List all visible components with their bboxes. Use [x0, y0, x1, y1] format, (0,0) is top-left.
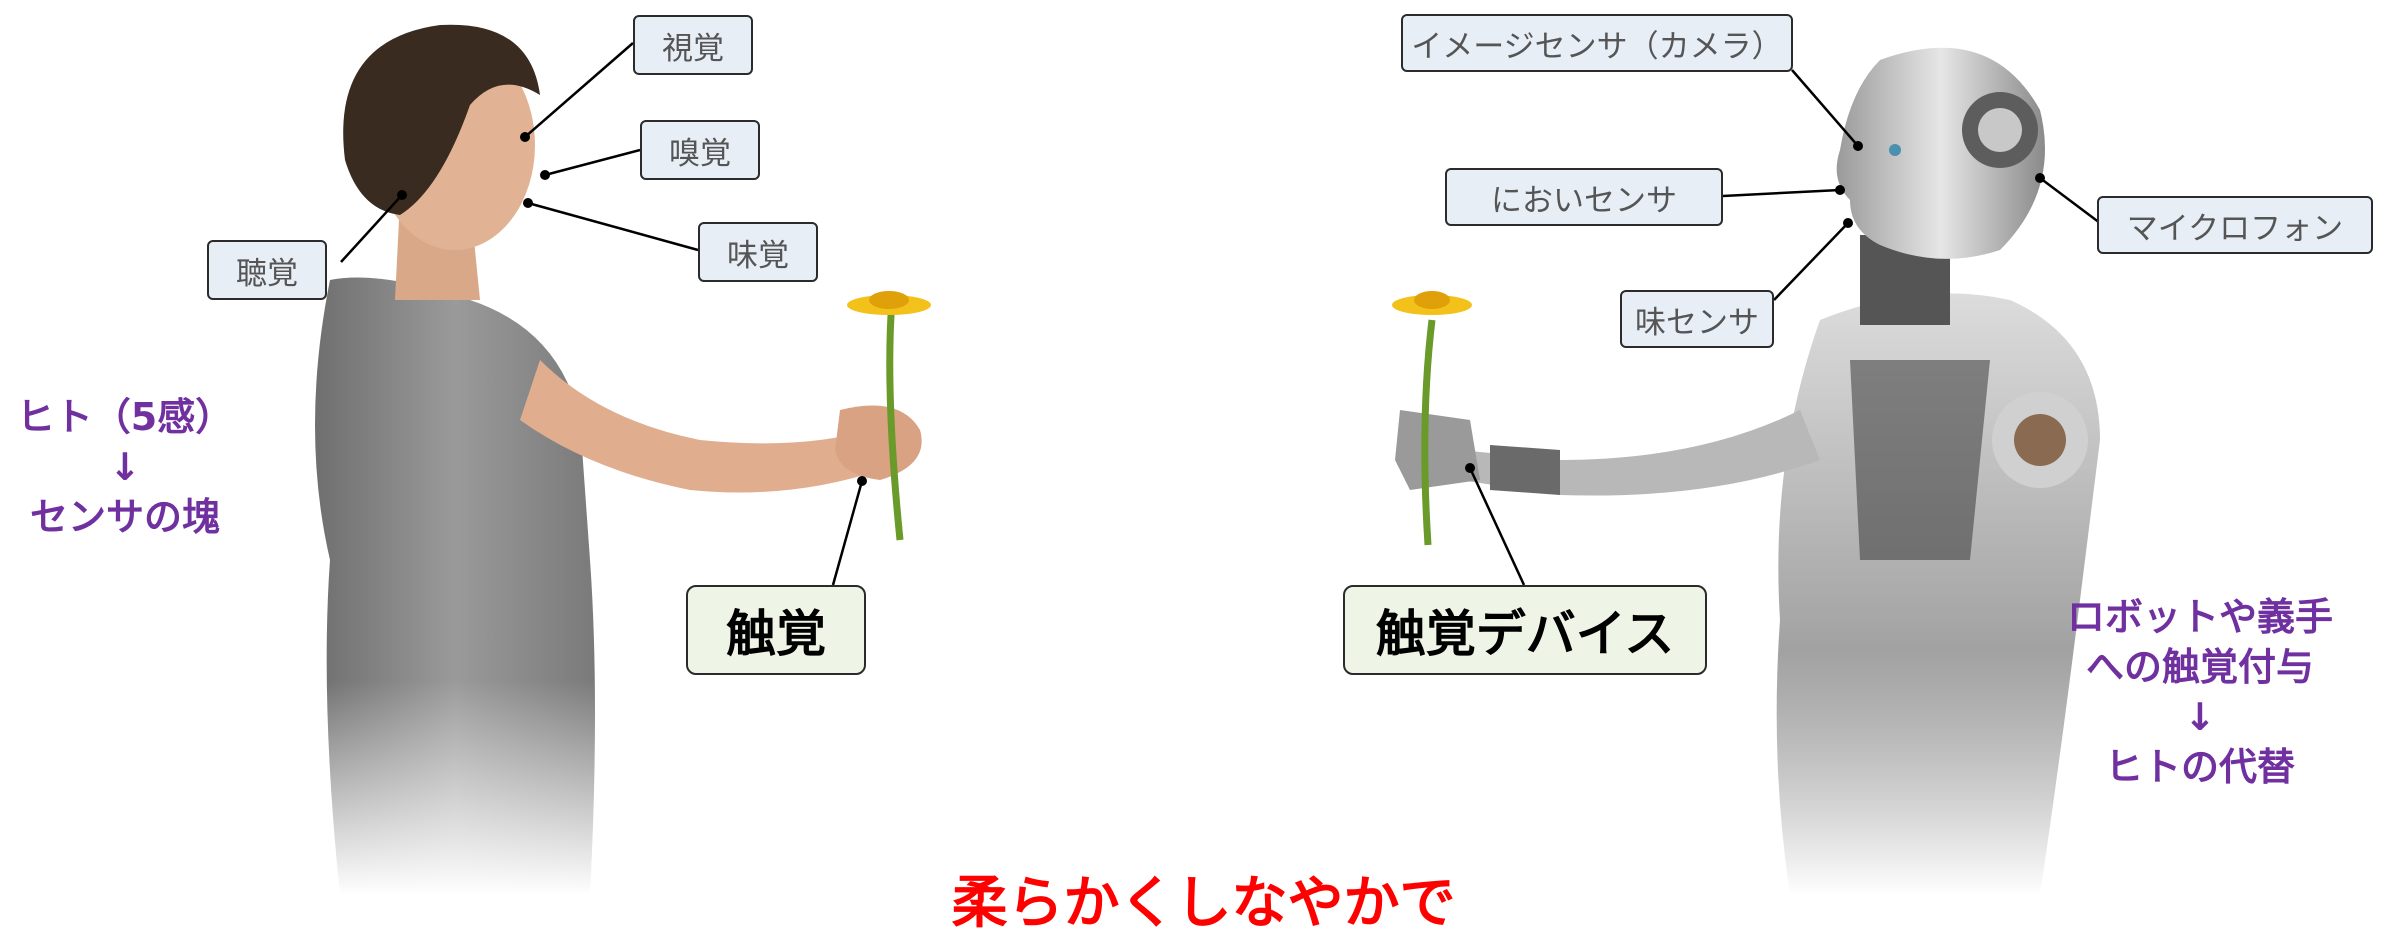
figure: 視覚 嗅覚 味覚 聴覚 触覚 ヒト（5感） ↓ センサの塊 イメージセンサ（カメ…: [0, 14, 2400, 936]
leader-lines: [340, 42, 2101, 586]
label-sight: 視覚: [633, 15, 753, 75]
label-taste-sensor: 味センサ: [1620, 290, 1774, 348]
label-touch-device: 触覚デバイス: [1343, 585, 1707, 675]
leader-touch-device: [1468, 467, 1526, 586]
leader-hearing: [340, 194, 403, 263]
label-odor-sensor: においセンサ: [1445, 168, 1723, 226]
label-hearing: 聴覚: [207, 240, 327, 300]
human-caption-arrow: ↓: [109, 445, 141, 489]
leader-dots: [397, 132, 2045, 486]
leader-mic: [2039, 177, 2101, 224]
label-microphone: マイクロフォン: [2097, 196, 2373, 254]
bottom-headline: 柔らかくしなやかで: [951, 871, 1456, 936]
leader-camera: [1791, 69, 1859, 147]
label-smell: 嗅覚: [640, 120, 760, 180]
leader-smell: [544, 148, 641, 177]
robot-figure: [1392, 47, 2160, 895]
leader-touch: [831, 480, 864, 586]
human-caption-line-1: ヒト（5感）: [16, 395, 234, 439]
leader-taste-sensor: [1773, 222, 1849, 301]
robot-caption-arrow: ↓: [2184, 695, 2216, 739]
woman-figure: [280, 24, 931, 895]
label-touch: 触覚: [686, 585, 866, 675]
illustration-layer: [280, 24, 2160, 895]
human-caption: ヒト（5感） ↓ センサの塊: [0, 392, 250, 542]
human-caption-line-2: センサの塊: [29, 495, 220, 539]
robot-caption-line-3: ヒトの代替: [2104, 745, 2295, 789]
leader-taste: [527, 201, 699, 252]
robot-caption-line-2: への触覚付与: [2085, 645, 2314, 689]
leader-sight: [524, 42, 634, 138]
robot-caption-line-1: ロボットや義手: [2066, 595, 2333, 639]
robot-caption: ロボットや義手 への触覚付与 ↓ ヒトの代替: [2000, 592, 2400, 792]
leader-odor-sensor: [1722, 188, 1841, 198]
label-taste: 味覚: [698, 222, 818, 282]
label-camera: イメージセンサ（カメラ）: [1401, 14, 1793, 72]
